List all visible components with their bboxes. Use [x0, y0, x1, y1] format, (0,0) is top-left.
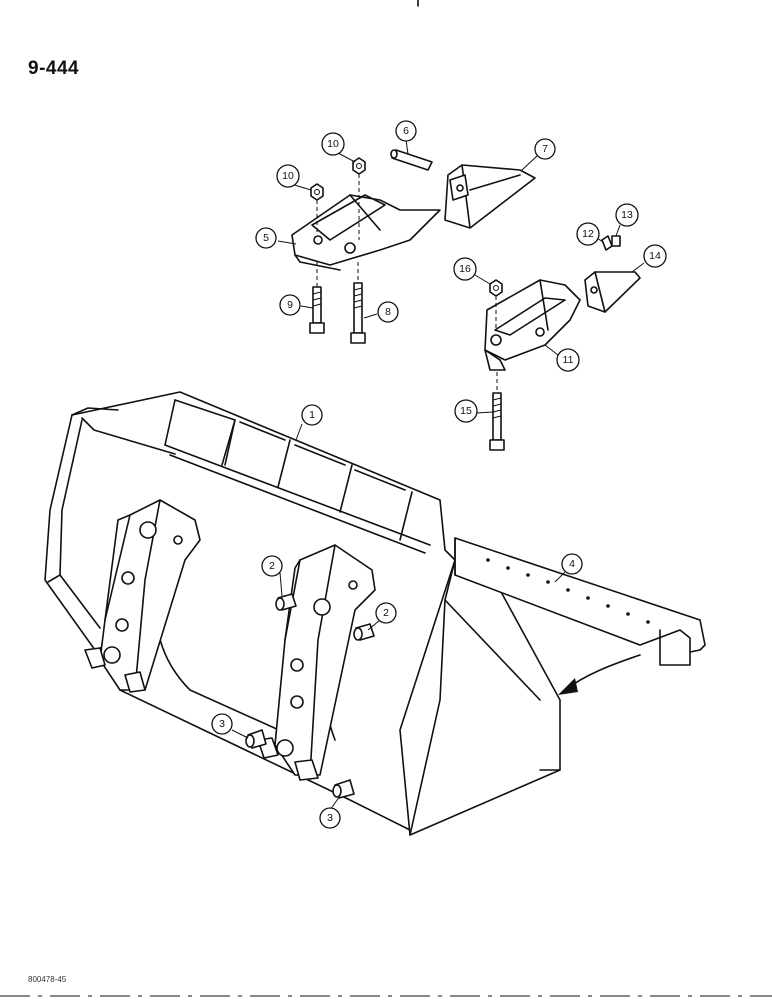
callout-label: 3 — [327, 812, 333, 824]
callout-label: 12 — [582, 228, 594, 240]
callout-label: 2 — [383, 607, 389, 619]
callout-16: 16 — [453, 257, 477, 281]
callout-label: 3 — [219, 718, 225, 730]
callout-4: 4 — [561, 553, 583, 575]
callout-label: 6 — [403, 125, 409, 137]
callout-12: 12 — [576, 222, 600, 246]
callout-13: 13 — [615, 203, 639, 227]
page-number: 9-444 — [28, 58, 80, 79]
bolt-9 — [309, 286, 325, 334]
callout-10a: 10 — [276, 164, 300, 188]
callout-14: 14 — [643, 244, 667, 268]
pin-3a — [245, 729, 267, 749]
callout-label: 8 — [385, 306, 391, 318]
callout-3b: 3 — [319, 807, 341, 829]
tooth-adapter-11 — [484, 279, 581, 371]
callout-10b: 10 — [321, 132, 345, 156]
bucket-assembly — [44, 391, 561, 836]
callout-15: 15 — [454, 399, 478, 423]
retainer-13 — [611, 235, 621, 247]
assembly-lines-upper — [316, 174, 360, 287]
pin-2a — [275, 593, 297, 611]
callout-3a: 3 — [211, 713, 233, 735]
pin-3b — [332, 779, 355, 799]
bolt-8 — [350, 282, 366, 344]
callout-label: 7 — [542, 143, 548, 155]
retainer-12 — [601, 235, 613, 251]
callout-2b: 2 — [375, 602, 397, 624]
bolt-15 — [489, 392, 505, 451]
callout-11: 11 — [556, 348, 580, 372]
callout-label: 5 — [263, 232, 269, 244]
callout-label: 14 — [649, 250, 661, 262]
callout-label: 4 — [569, 558, 575, 570]
callout-2a: 2 — [261, 555, 283, 577]
callout-6: 6 — [395, 120, 417, 142]
assembly-arrow — [558, 654, 641, 695]
callout-label: 1 — [309, 409, 315, 421]
callout-1: 1 — [301, 404, 323, 426]
tooth-point-14 — [584, 271, 641, 313]
assembly-lines-lower — [495, 296, 498, 393]
callout-label: 2 — [269, 560, 275, 572]
callout-label: 11 — [563, 354, 574, 366]
nut-16 — [489, 279, 503, 297]
cutting-edge — [454, 537, 706, 666]
callout-label: 15 — [460, 405, 472, 417]
retaining-pin-6 — [390, 149, 433, 171]
drawing-number: 800478-45 — [28, 975, 67, 984]
callout-9: 9 — [279, 294, 301, 316]
callout-label: 13 — [621, 209, 633, 221]
nut-10a — [310, 183, 324, 201]
callout-label: 10 — [282, 170, 294, 182]
nut-10b — [352, 157, 366, 175]
callout-8: 8 — [377, 301, 399, 323]
callout-7: 7 — [534, 138, 556, 160]
callout-label: 10 — [327, 138, 339, 150]
callout-label: 16 — [459, 263, 471, 275]
tooth-point-7 — [444, 164, 536, 229]
tooth-adapter-5 — [291, 194, 441, 271]
callout-label: 9 — [287, 299, 293, 311]
callout-5: 5 — [255, 227, 277, 249]
pin-2b — [353, 623, 375, 641]
